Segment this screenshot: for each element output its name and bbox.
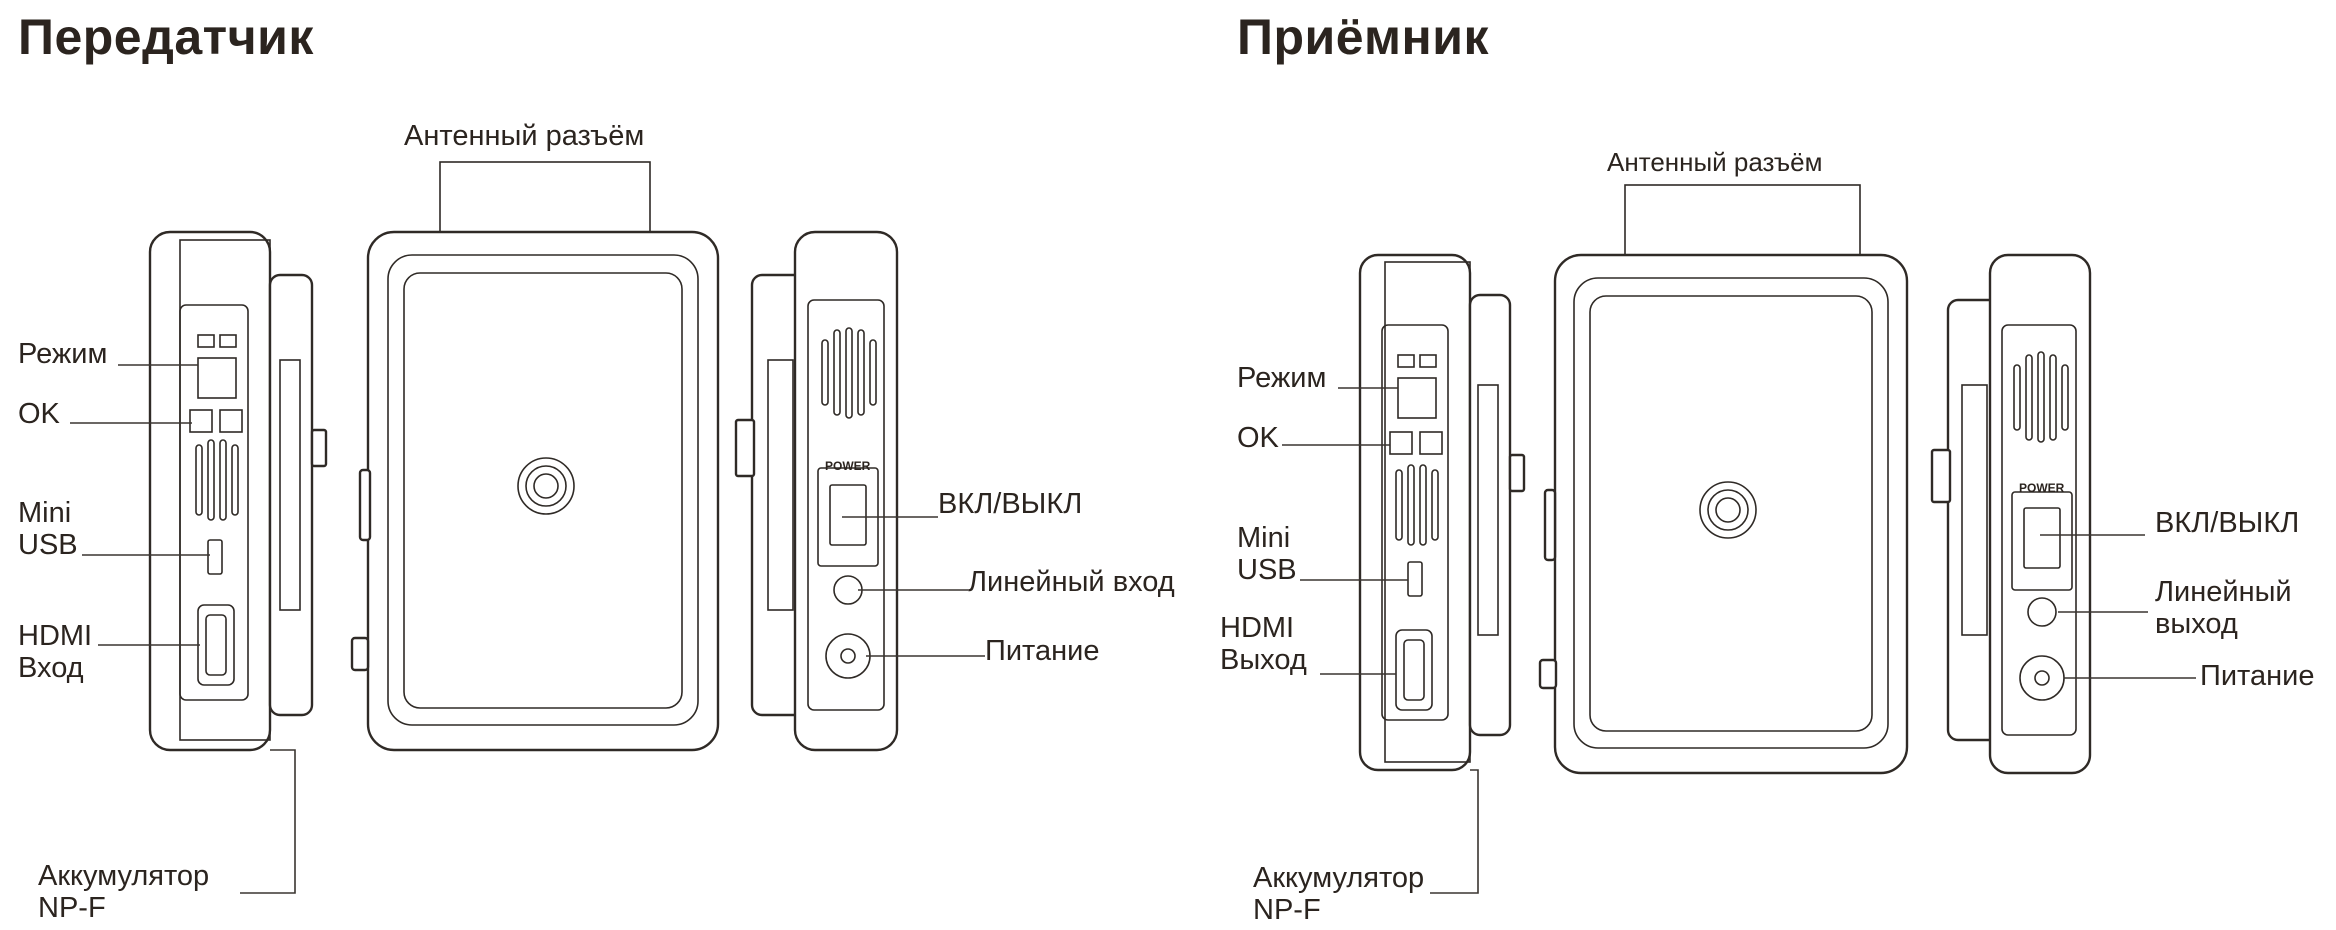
rx-line-out-jack xyxy=(2027,597,2057,627)
tx-antenna-label: Антенный разъём xyxy=(404,120,645,152)
rx-battery-label: Аккумулятор NP-F xyxy=(1253,862,1425,926)
transmitter-back-view xyxy=(350,161,720,752)
rx-power-in-label: Питание xyxy=(2200,660,2315,692)
rx-mode-label: Режим xyxy=(1237,362,1327,394)
tx-vent-icon xyxy=(195,439,239,521)
rx-ok-label: OK xyxy=(1237,422,1279,454)
rx-antenna-label: Антенный разъём xyxy=(1607,147,1823,177)
tx-hdmi-label: HDMI Вход xyxy=(18,620,93,684)
rx-power-switch xyxy=(2011,491,2073,591)
rx-hdmi-label: HDMI Выход xyxy=(1220,612,1307,676)
receiver-left-side-view xyxy=(1358,253,1526,772)
rx-mini-usb-port xyxy=(1407,561,1423,597)
receiver-right-side-view xyxy=(1930,253,2092,775)
receiver-back-view xyxy=(1538,184,1909,775)
transmitter-right-side-view xyxy=(734,230,899,752)
tx-ok-label: OK xyxy=(18,398,60,430)
rx-speaker-icon xyxy=(2013,351,2069,443)
rx-mode-button xyxy=(1389,431,1413,455)
rx-line-out-label: Линейный выход xyxy=(2155,576,2292,640)
rx-vent-icon xyxy=(1395,464,1439,546)
tx-power-marking: POWER xyxy=(825,459,871,473)
rx-hdmi-port xyxy=(1395,629,1433,711)
rx-usb-label: Mini USB xyxy=(1237,522,1297,586)
tx-power-in-label: Питание xyxy=(985,635,1100,667)
tx-mini-usb-port xyxy=(207,539,223,575)
rx-ok-button xyxy=(1419,431,1443,455)
receiver-title: Приёмник xyxy=(1237,9,1489,65)
rx-power-switch-label: ВКЛ/ВЫКЛ xyxy=(2155,507,2300,539)
transmitter-title: Передатчик xyxy=(18,9,314,65)
rx-power-marking: POWER xyxy=(2019,481,2065,495)
tx-ok-button xyxy=(219,409,243,433)
tx-speaker-icon xyxy=(821,327,877,419)
transmitter-left-side-view xyxy=(148,230,328,752)
tx-battery-label: Аккумулятор NP-F xyxy=(38,860,210,924)
tx-usb-label: Mini USB xyxy=(18,497,78,561)
tx-mode-label: Режим xyxy=(18,338,108,370)
tx-power-switch-label: ВКЛ/ВЫКЛ xyxy=(938,488,1083,520)
tx-line-in-label: Линейный вход xyxy=(968,566,1175,598)
tx-mode-button xyxy=(189,409,213,433)
